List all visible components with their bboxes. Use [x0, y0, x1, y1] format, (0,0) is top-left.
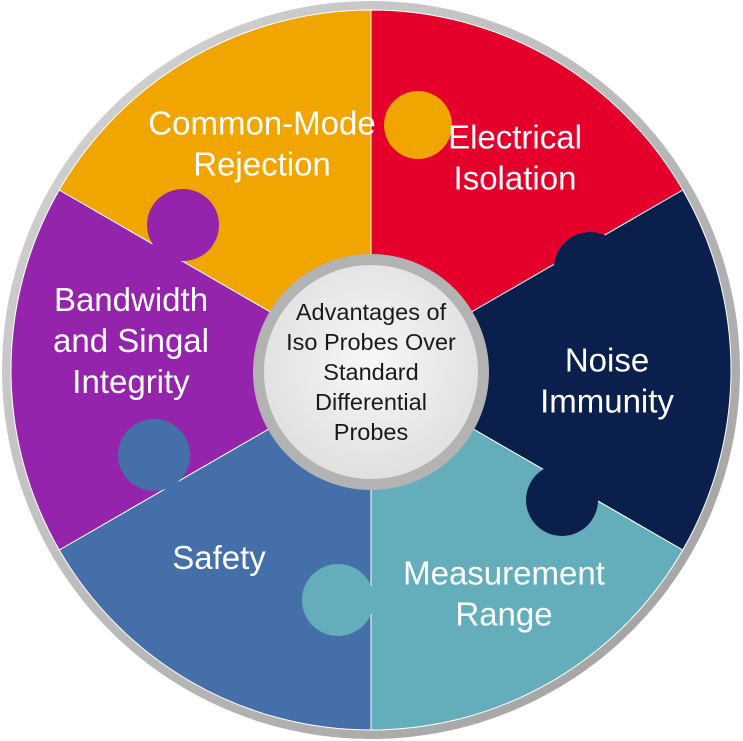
- puzzle-knob-safety: [118, 419, 190, 491]
- knobs-layer: [118, 91, 626, 636]
- segment-electrical-isolation: [370, 9, 684, 371]
- label-line: Safety: [172, 539, 266, 576]
- puzzle-knob-noise-immunity: [526, 464, 598, 536]
- label-line: Bandwidth: [54, 281, 208, 318]
- segment-bandwidth-signal-integrity: [10, 189, 372, 551]
- puzzle-knob-noise-immunity: [554, 232, 626, 304]
- puzzle-knob-measurement-range: [302, 564, 374, 636]
- label-line: Electrical: [448, 119, 582, 156]
- label-line: Measurement: [403, 555, 605, 592]
- label-line: Noise: [565, 342, 649, 379]
- puzzle-knob-bandwidth-signal-integrity: [147, 189, 219, 261]
- segment-noise-immunity: [370, 189, 732, 551]
- label-line: Range: [455, 596, 552, 633]
- center-title-line: Standard: [323, 359, 418, 385]
- center-title-line: Iso Probes Over: [286, 329, 456, 355]
- segments-layer: [10, 9, 732, 731]
- label-line: Rejection: [193, 146, 331, 183]
- label-line: Common-Mode: [148, 105, 375, 142]
- segment-common-mode-rejection: [58, 9, 372, 371]
- label-line: Isolation: [454, 160, 577, 197]
- label-line: Integrity: [72, 363, 190, 400]
- center-title-line: Probes: [334, 419, 408, 445]
- label-safety: Safety: [172, 539, 266, 576]
- label-line: Immunity: [540, 383, 674, 420]
- label-line: and Singal: [53, 322, 209, 359]
- center-title-line: Differential: [315, 389, 427, 415]
- puzzle-knob-common-mode-rejection: [384, 91, 452, 159]
- center-circle: [264, 265, 478, 479]
- center-title-line: Advantages of: [296, 299, 447, 325]
